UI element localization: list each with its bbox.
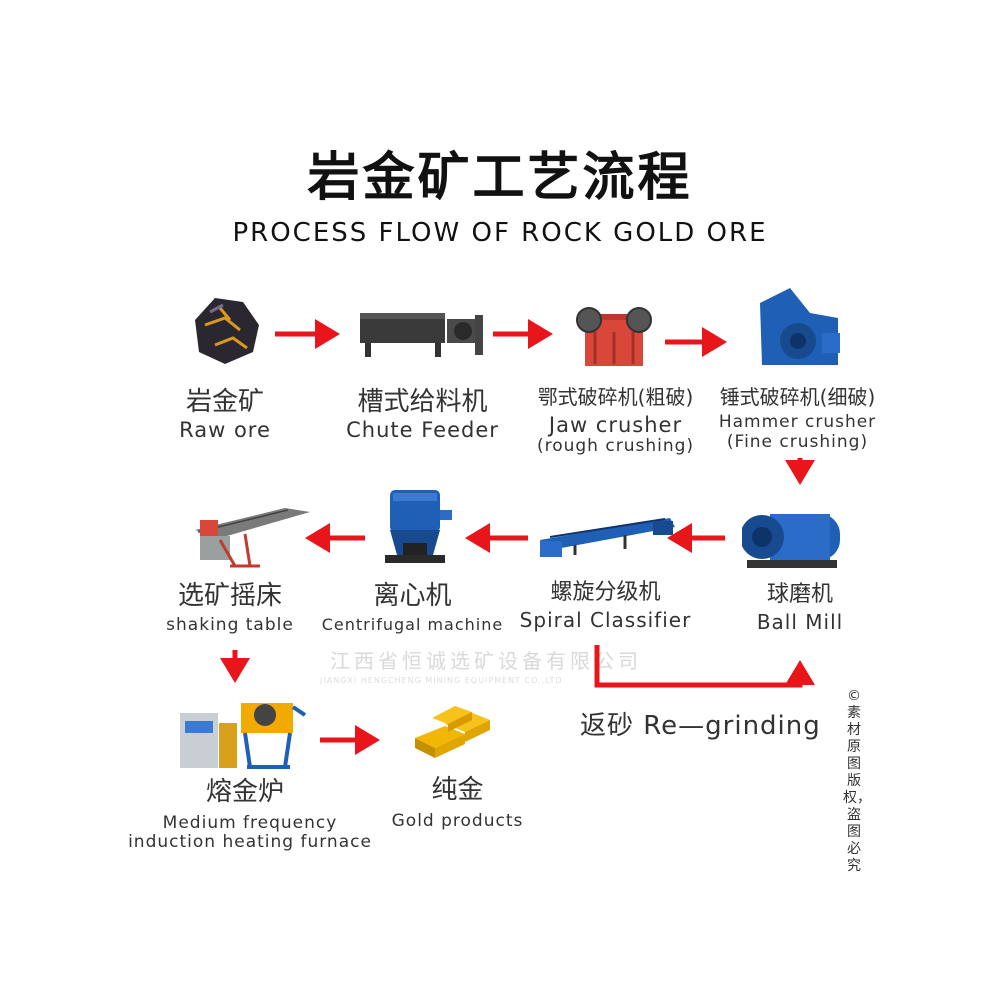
arrow-regrind-loop [597, 645, 800, 685]
regrind-label: 返砂 Re—grinding [580, 705, 821, 742]
copyright-vertical: ©素材原图版权，盗图必究 [843, 688, 865, 875]
